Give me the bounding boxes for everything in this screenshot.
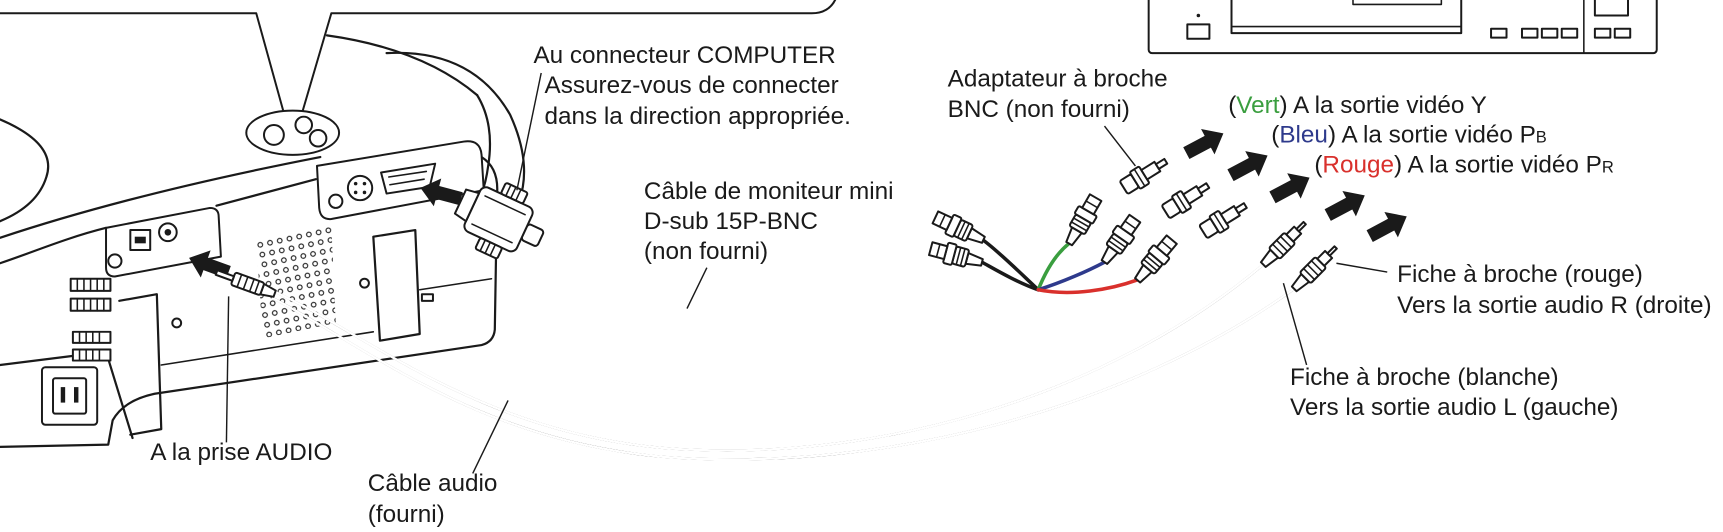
projector-left-arc [0,118,50,223]
wire-green [1036,241,1071,292]
leader-line [225,296,230,443]
player-button [1560,27,1579,39]
s-video-port [346,174,374,202]
label-computer-line2: Assurez-vous de connecter [545,72,839,99]
screw [171,317,183,329]
rca-plug-white [1256,216,1312,272]
label-video-output-pb: (Bleu) A la sortie vidéo PB [1271,122,1547,149]
label-output-text: ) A la sortie vidéo Y [1279,92,1486,119]
bnc-pin-adapter [1196,196,1252,242]
thumbscrew [474,237,503,260]
leader-line [1336,262,1388,273]
projector-slot [420,293,434,302]
player-button [1520,27,1539,39]
label-video-output-y: (Vert) A la sortie vidéo Y [1228,92,1487,119]
output-arrow-icon [1320,182,1372,228]
vga-plug [453,182,545,260]
bnc-pin-adapter [1159,176,1215,222]
player-display [1593,0,1630,17]
projector-panel-line [160,277,493,366]
output-arrow-icon [1223,142,1275,188]
player-button [1593,27,1612,39]
label-video-output-pr: (Rouge) A la sortie vidéo PR [1314,152,1613,179]
bnc-pin-adapter [1117,151,1173,198]
label-monitor-cable-line3: (non fourni) [644,238,768,265]
label-pin-red-line2: Vers la sortie audio R (droite) [1397,292,1711,319]
audio-cable [270,263,1296,461]
label-color-word: Bleu [1279,122,1328,149]
label-computer-line3: dans la direction appropriée. [545,103,851,130]
vent-grille [256,225,336,339]
output-arrow-icon [1179,120,1231,166]
projector-side-face [0,155,499,448]
control-button [308,128,328,148]
projector-top-edge [325,34,479,97]
wire-red [1036,278,1140,295]
power-button [1186,23,1211,40]
power-inlet [40,366,99,426]
label-audio-jack: A la prise AUDIO [150,439,332,466]
label-pin-red-line1: Fiche à broche (rouge) [1397,261,1643,288]
screw [359,277,370,289]
speech-bubble [0,0,837,146]
connector-panel-upper [315,140,485,221]
leader-line [686,267,708,309]
leader-line [1282,282,1308,366]
label-paren: ( [1228,92,1236,119]
player-button [1540,27,1559,39]
label-computer-line1: Au connecteur COMPUTER [533,42,835,69]
wire-black [981,238,1040,292]
disc-tray [1230,0,1463,35]
monitor-cable [538,236,1040,374]
label-audio-cable-line1: Câble audio [368,470,498,497]
label-bnc-adapter-line2: BNC (non fourni) [948,96,1130,123]
label-output-text: ) A la sortie vidéo P [1328,122,1536,149]
side-vents [69,277,112,362]
label-audio-cable-line2: (fourni) [368,501,445,528]
control-button [262,123,285,146]
wire-blue [1036,260,1107,292]
leader-line [1103,125,1136,167]
label-color-word: Rouge [1322,152,1394,179]
mini-plug [214,269,277,298]
leader-line [472,400,509,474]
label-monitor-cable-line1: Câble de moniteur mini [644,178,894,205]
jack-icon [328,193,344,209]
projector-lens-outer [385,51,526,203]
label-monitor-cable-line2: D-sub 15P-BNC [644,208,818,235]
label-pin-white-line1: Fiche à broche (blanche) [1290,364,1559,391]
player-button [1490,27,1508,39]
projector-foot-right [372,228,421,342]
output-arrow-icon [1265,164,1317,211]
leader-line [516,72,542,191]
bnc-connector-red [1128,231,1181,289]
label-subscript: B [1536,128,1547,147]
output-arrow-icon [1362,203,1414,249]
control-panel [245,109,341,156]
bnc-connector-green [1059,191,1106,250]
label-subscript: R [1602,158,1614,177]
wire-black [980,260,1040,292]
label-bnc-adapter-line1: Adaptateur à broche [948,65,1168,92]
indicator-dot [1196,13,1201,18]
projector-top-surface [0,155,322,239]
jack-icon [107,253,123,269]
video-player [1147,0,1658,55]
label-paren: ( [1314,152,1322,179]
bnc-connector-blue [1094,211,1145,270]
bnc-connector [927,237,986,274]
projector-foot-left [118,293,163,436]
projector [0,34,526,448]
label-color-word: Vert [1236,92,1279,119]
rca-plug-red [1287,240,1343,296]
label-paren: ( [1271,122,1279,149]
player-button [1613,27,1632,39]
label-pin-white-line2: Vers la sortie audio L (gauche) [1290,394,1618,421]
control-button [294,115,314,135]
label-output-text: ) A la sortie vidéo P [1394,152,1602,179]
